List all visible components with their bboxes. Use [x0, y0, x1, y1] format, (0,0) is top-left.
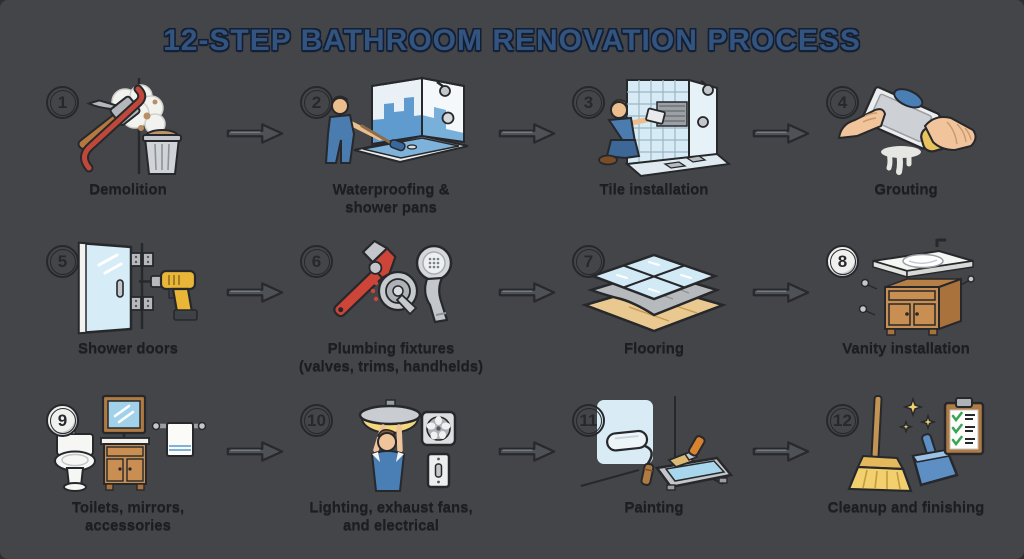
steps-grid: 1 [30, 76, 1002, 553]
step-label: Painting [624, 499, 684, 516]
step-number-badge: 12 [826, 404, 859, 437]
shower-door-icon [43, 235, 213, 339]
step-label: Vanity installation [842, 340, 970, 357]
step-painting: 11 [556, 394, 752, 553]
step-vanity-installation: 8 [810, 235, 1002, 394]
step-shower-doors: 5 [30, 235, 226, 394]
step-lighting-electrical: 10 [284, 394, 498, 553]
step-waterproofing: 2 [284, 76, 498, 235]
step-label: Grouting [874, 181, 938, 198]
step-number-badge: 5 [46, 245, 79, 278]
arrow-right-icon [752, 394, 810, 553]
demolition-icon [43, 76, 213, 180]
step-plumbing-fixtures: 6 [284, 235, 498, 394]
lighting-exhaust-fan-electrical-icon [306, 394, 476, 498]
arrow-right-icon [752, 76, 810, 235]
step-number-badge: 1 [46, 86, 79, 119]
cleanup-finishing-icon [821, 394, 991, 498]
step-number-badge: 2 [300, 86, 333, 119]
arrow-right-icon [498, 76, 556, 235]
step-toilets-mirrors-accessories: 9 [30, 394, 226, 553]
step-label: Toilets, mirrors, accessories [71, 499, 185, 534]
toilet-mirror-accessories-icon [43, 394, 213, 498]
row-3: 9 [30, 394, 1002, 553]
arrow-right-icon [226, 235, 284, 394]
step-cleanup-finishing: 12 [810, 394, 1002, 553]
step-demolition: 1 [30, 76, 226, 235]
step-number-badge: 4 [826, 86, 859, 119]
step-number-badge: 7 [572, 245, 605, 278]
row-1: 1 [30, 76, 1002, 235]
step-number-badge: 6 [300, 245, 333, 278]
arrow-right-icon [752, 235, 810, 394]
step-number-badge: 8 [826, 245, 859, 278]
painting-icon [569, 394, 739, 498]
arrow-right-icon [226, 76, 284, 235]
step-number-badge: 11 [572, 404, 605, 437]
step-label: Plumbing fixtures (valves, trims, handhe… [298, 340, 484, 375]
step-label: Demolition [89, 181, 167, 198]
flooring-icon [569, 235, 739, 339]
step-number-badge: 10 [300, 404, 333, 437]
plumbing-fixtures-icon [306, 235, 476, 339]
step-label: Flooring [624, 340, 684, 357]
step-label: Lighting, exhaust fans, and electrical [309, 499, 473, 534]
arrow-right-icon [226, 394, 284, 553]
row-2: 5 [30, 235, 1002, 394]
step-number-badge: 3 [572, 86, 605, 119]
step-label: Tile installation [599, 181, 709, 198]
arrow-right-icon [498, 235, 556, 394]
step-tile-installation: 3 [556, 76, 752, 235]
waterproofing-shower-pan-icon [306, 76, 476, 180]
step-label: Cleanup and finishing [827, 499, 985, 516]
step-flooring: 7 Flo [556, 235, 752, 394]
grouting-icon [821, 76, 991, 180]
step-label: Shower doors [77, 340, 178, 357]
step-grouting: 4 [810, 76, 1002, 235]
vanity-installation-icon [821, 235, 991, 339]
step-label: Waterproofing & shower pans [332, 181, 450, 216]
page-title: 12-STEP BATHROOM RENOVATION PROCESS [163, 24, 861, 57]
step-number-badge: 9 [46, 404, 79, 437]
tile-installation-icon [569, 76, 739, 180]
arrow-right-icon [498, 394, 556, 553]
